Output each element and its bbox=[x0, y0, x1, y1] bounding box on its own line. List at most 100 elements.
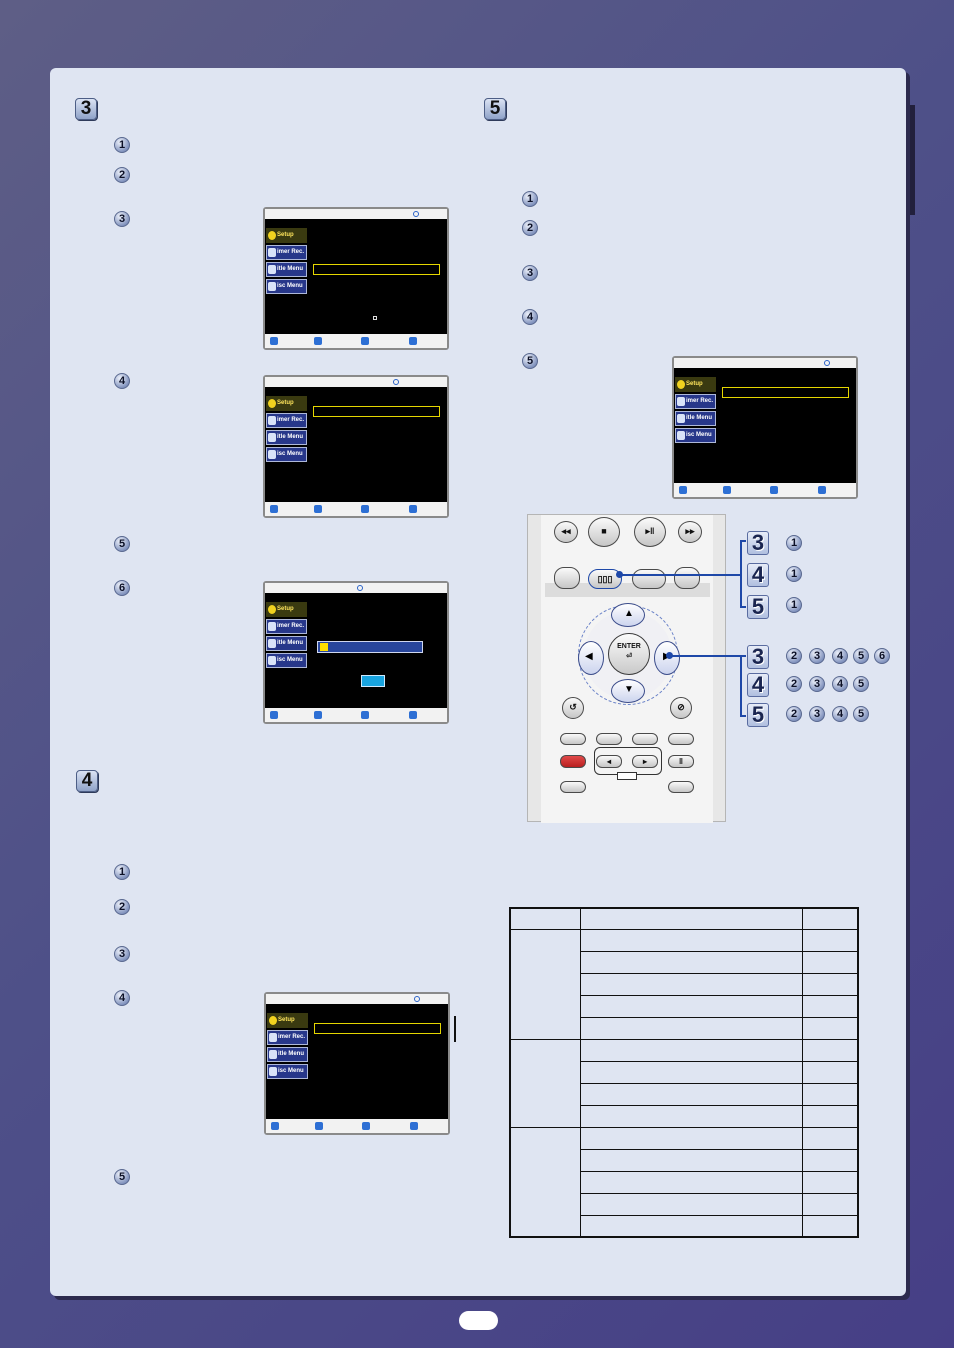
step-4: 4 bbox=[114, 990, 130, 1006]
skip-forward-button[interactable]: ▸ bbox=[632, 755, 658, 768]
left-arrow-button[interactable]: ◀ bbox=[578, 641, 604, 675]
guide-section-number: 4 bbox=[747, 563, 769, 587]
guide-section-number: 3 bbox=[747, 645, 769, 669]
guide-step: 4 bbox=[832, 648, 848, 664]
step-2: 2 bbox=[522, 220, 538, 236]
guide-step: 2 bbox=[786, 706, 802, 722]
menu-label: imer Rec. bbox=[277, 249, 305, 255]
tv-screen-setup-1: Setup imer Rec. itle Menu isc Menu bbox=[263, 207, 449, 350]
tv-screen-setup-2: Setup imer Rec. itle Menu isc Menu bbox=[263, 375, 449, 518]
guide-step: 5 bbox=[853, 648, 869, 664]
menu-label: itle Menu bbox=[277, 640, 304, 646]
menu-label: Setup bbox=[278, 1017, 295, 1023]
up-arrow-button[interactable]: ▲ bbox=[611, 603, 645, 627]
menu-label: isc Menu bbox=[277, 283, 303, 289]
enter-button[interactable]: ENTER⏎ bbox=[608, 633, 650, 675]
remote-button[interactable] bbox=[668, 781, 694, 793]
down-arrow-button[interactable]: ▼ bbox=[611, 679, 645, 703]
guide-step: 4 bbox=[832, 706, 848, 722]
remote-button[interactable] bbox=[560, 733, 586, 745]
tv-screen-setup-3: Setup imer Rec. itle Menu isc Menu bbox=[263, 581, 449, 724]
section-badge-4: 4 bbox=[76, 770, 98, 792]
record-button[interactable] bbox=[560, 755, 586, 768]
ok-button bbox=[361, 675, 385, 687]
skip-back-button[interactable]: ◂ bbox=[596, 755, 622, 768]
guide-step: 3 bbox=[809, 706, 825, 722]
remote-control: ◂◂ ■ ▸‖ ▸▸ ▯▯▯ ▲ ▼ ◀ ▶ ENTER⏎ ↺ ⊘ ◂ ▸ ‖ bbox=[527, 514, 726, 823]
return-button[interactable]: ↺ bbox=[562, 697, 584, 719]
step-3: 3 bbox=[114, 946, 130, 962]
step-3: 3 bbox=[522, 265, 538, 281]
menu-label: itle Menu bbox=[277, 434, 304, 440]
lock-icon bbox=[373, 316, 377, 320]
menu-label: isc Menu bbox=[277, 451, 303, 457]
page-edge-tab bbox=[908, 105, 915, 215]
title-button[interactable] bbox=[632, 569, 666, 589]
step-5: 5 bbox=[522, 353, 538, 369]
step-5: 5 bbox=[114, 1169, 130, 1185]
remote-button[interactable] bbox=[560, 781, 586, 793]
menu-label: isc Menu bbox=[278, 1068, 304, 1074]
step-2: 2 bbox=[114, 899, 130, 915]
guide-section-number: 5 bbox=[747, 595, 769, 619]
menu-label: itle Menu bbox=[278, 1051, 305, 1057]
remote-button[interactable] bbox=[596, 733, 622, 745]
guide-step: 4 bbox=[832, 676, 848, 692]
section-badge-3: 3 bbox=[75, 98, 97, 120]
guide-step: 1 bbox=[786, 597, 802, 613]
menu-label: isc Menu bbox=[686, 432, 712, 438]
guide-section-number: 5 bbox=[747, 703, 769, 727]
setup-button[interactable]: ▯▯▯ bbox=[588, 569, 622, 589]
step-4: 4 bbox=[522, 309, 538, 325]
guide-section-number: 4 bbox=[747, 673, 769, 697]
menu-label: itle Menu bbox=[686, 415, 713, 421]
menu-label: Setup bbox=[686, 381, 703, 387]
menu-label: Setup bbox=[277, 400, 294, 406]
remote-button[interactable] bbox=[632, 733, 658, 745]
pause-button[interactable]: ‖ bbox=[668, 755, 694, 768]
connector-line bbox=[670, 655, 740, 657]
menu-label: imer Rec. bbox=[277, 623, 305, 629]
step-5: 5 bbox=[114, 536, 130, 552]
guide-step: 3 bbox=[809, 676, 825, 692]
guide-step: 1 bbox=[786, 566, 802, 582]
connector-line bbox=[620, 574, 740, 576]
fast-forward-button[interactable]: ▸▸ bbox=[678, 521, 702, 543]
step-4: 4 bbox=[114, 373, 130, 389]
guide-step: 2 bbox=[786, 648, 802, 664]
menu-label: Setup bbox=[277, 606, 294, 612]
bracket bbox=[740, 655, 746, 717]
guide-step: 1 bbox=[786, 535, 802, 551]
step-1: 1 bbox=[522, 191, 538, 207]
remote-button[interactable] bbox=[668, 733, 694, 745]
menu-label: imer Rec. bbox=[278, 1034, 306, 1040]
step-2: 2 bbox=[114, 167, 130, 183]
guide-step: 3 bbox=[809, 648, 825, 664]
rewind-button[interactable]: ◂◂ bbox=[554, 521, 578, 543]
guide-step: 6 bbox=[874, 648, 890, 664]
menu-button[interactable] bbox=[554, 567, 580, 589]
page-number bbox=[459, 1311, 498, 1330]
menu-label: Setup bbox=[277, 232, 294, 238]
stop-button[interactable]: ■ bbox=[588, 517, 620, 547]
menu-label: imer Rec. bbox=[277, 417, 305, 423]
menu-label: itle Menu bbox=[277, 266, 304, 272]
play-pause-button[interactable]: ▸‖ bbox=[634, 517, 666, 547]
bracket bbox=[740, 540, 746, 608]
enter-label: ENTER bbox=[617, 643, 641, 650]
step-1: 1 bbox=[114, 137, 130, 153]
menu-label: isc Menu bbox=[277, 657, 303, 663]
guide-step: 5 bbox=[853, 706, 869, 722]
label-tab bbox=[617, 772, 637, 780]
step-1: 1 bbox=[114, 864, 130, 880]
highlight-bar bbox=[722, 387, 849, 398]
input-field bbox=[317, 641, 423, 653]
guide-section-number: 3 bbox=[747, 531, 769, 555]
disc-menu-button[interactable] bbox=[674, 567, 700, 589]
highlight-bar bbox=[314, 1023, 441, 1034]
menu-label: imer Rec. bbox=[686, 398, 714, 404]
tv-screen-setup-5: Setup imer Rec. itle Menu isc Menu bbox=[672, 356, 858, 499]
step-6: 6 bbox=[114, 580, 130, 596]
cancel-button[interactable]: ⊘ bbox=[670, 697, 692, 719]
tv-screen-setup-4: Setup imer Rec. itle Menu isc Menu bbox=[264, 992, 450, 1135]
